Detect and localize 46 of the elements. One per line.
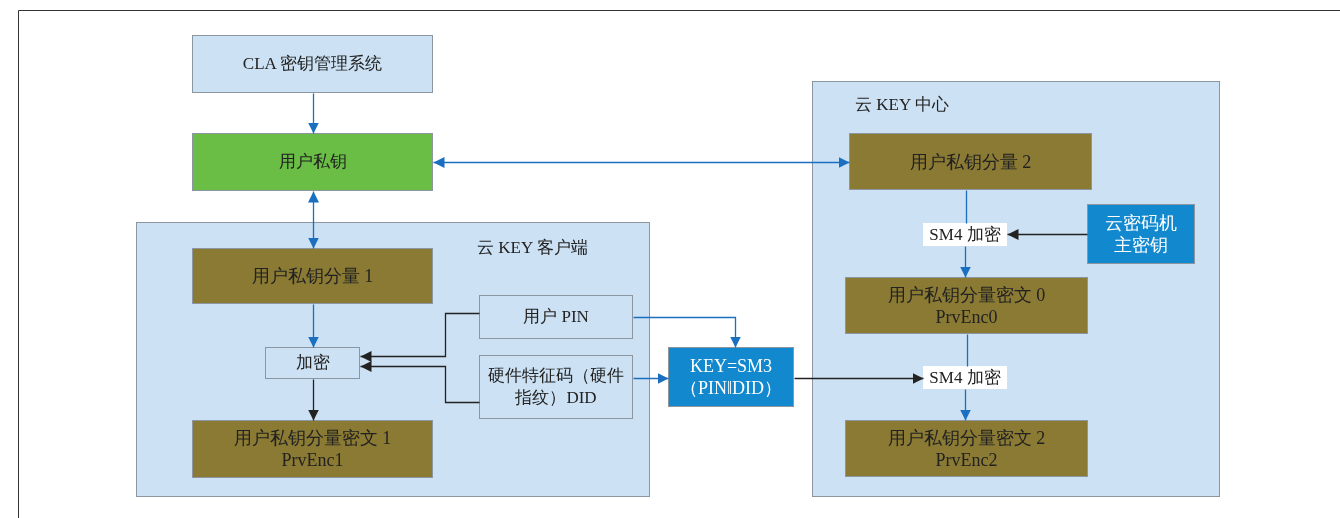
arrow (793, 373, 925, 384)
box-text: PrvEnc0 (935, 305, 998, 328)
arrow (308, 92, 319, 135)
key-share-box (849, 133, 1092, 190)
key-share-box (192, 420, 433, 478)
arrow (308, 303, 319, 349)
key-box (1087, 204, 1195, 264)
arrow (632, 373, 670, 384)
box-text: CLA 密钥管理系统 (242, 53, 383, 75)
arrow (960, 388, 971, 422)
group-title: 云 KEY 中心 (855, 94, 949, 116)
box-text: 用户私钥分量 1 (251, 265, 374, 287)
arrow (308, 378, 319, 422)
box-text: 加密 (295, 352, 330, 374)
arrow (359, 361, 481, 404)
arrow (432, 157, 851, 168)
group-title: 云 KEY 客户端 (477, 237, 588, 259)
arrow (960, 245, 971, 279)
arrow (308, 190, 319, 250)
key-share-box (845, 277, 1088, 334)
box-text: PrvEnc1 (281, 449, 344, 471)
box-text: 用户私钥分量 2 (909, 150, 1032, 173)
box-text: KEY=SM3（PIN‖DID） (678, 355, 784, 399)
process-box (479, 295, 633, 339)
box-text: 用户私钥分量密文 0 (887, 283, 1046, 306)
box-text: 云密码机主密钥 (1104, 212, 1178, 256)
key-box (668, 347, 794, 407)
box-text: SM4 加密 (929, 223, 1001, 246)
process-box (265, 347, 360, 379)
key-box (192, 133, 433, 191)
box-text: PrvEnc2 (935, 448, 998, 471)
box-text: 用户私钥 (278, 151, 347, 173)
process-box (479, 355, 633, 419)
group-panel (812, 81, 1220, 497)
box-text: 用户 PIN (523, 306, 589, 328)
box-text: 用户私钥分量密文 2 (887, 426, 1046, 449)
box-text: 硬件特征码（硬件指纹）DID (487, 365, 625, 409)
box-text: SM4 加密 (929, 366, 1001, 389)
arrow (359, 312, 481, 362)
key-share-box (192, 248, 433, 304)
key-share-box (845, 420, 1088, 477)
box-text: 用户私钥分量密文 1 (233, 427, 392, 449)
process-box (192, 35, 433, 93)
arrow (1006, 229, 1089, 240)
arrow (632, 316, 741, 349)
group-panel (136, 222, 650, 497)
